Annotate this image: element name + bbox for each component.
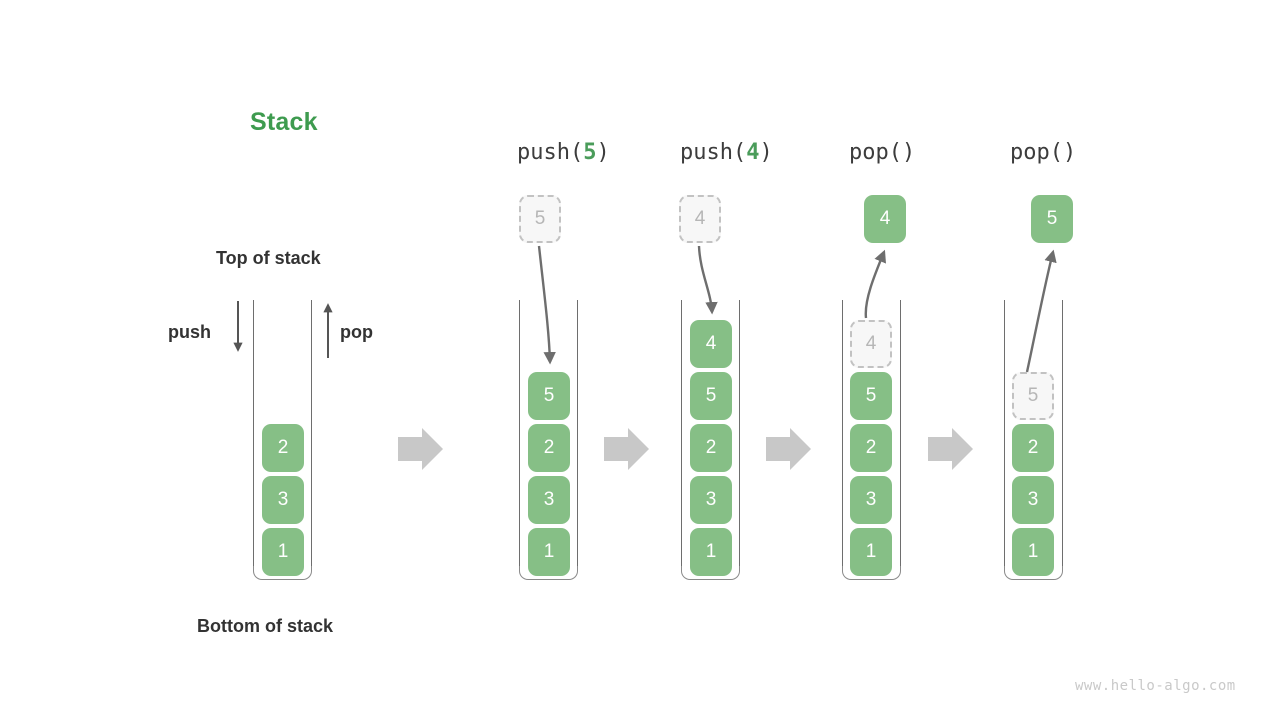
incoming-ghost-cell: 5	[519, 195, 561, 243]
stack-cell: 4	[690, 320, 732, 368]
op-name: pop	[1010, 140, 1050, 165]
stack-wall-right	[310, 300, 312, 566]
stack-cell: 2	[1012, 424, 1054, 472]
watermark: www.hello-algo.com	[1075, 678, 1236, 694]
stack-wall-right	[738, 300, 740, 566]
stack-wall-left	[1004, 300, 1006, 566]
op-arg: 5	[583, 140, 597, 165]
stack-cell: 1	[690, 528, 732, 576]
flow-arrow-icon	[928, 428, 973, 470]
stack-cell: 3	[1012, 476, 1054, 524]
stack-cell: 2	[262, 424, 304, 472]
stack-cell: 3	[850, 476, 892, 524]
incoming-ghost-cell: 4	[679, 195, 721, 243]
popped-cell: 5	[1031, 195, 1073, 243]
page-title: Stack	[250, 108, 318, 136]
operation-label-push-5: push(5)	[517, 140, 610, 165]
push-label: push	[168, 322, 211, 342]
stack-wall-right	[576, 300, 578, 566]
stack-cell-ghost: 5	[1012, 372, 1054, 420]
stack-wall-left	[842, 300, 844, 566]
stack-cell: 5	[690, 372, 732, 420]
stack-wall-left	[519, 300, 521, 566]
stack-cell: 3	[262, 476, 304, 524]
flow-arrow-icon	[766, 428, 811, 470]
stack-cell: 1	[1012, 528, 1054, 576]
stack-wall-right	[1061, 300, 1063, 566]
stack-cell-ghost: 4	[850, 320, 892, 368]
stack-cell: 1	[850, 528, 892, 576]
operation-label-pop-1: pop()	[849, 140, 916, 165]
stack-cell: 1	[528, 528, 570, 576]
op-arg: 4	[746, 140, 760, 165]
bottom-of-stack-label: Bottom of stack	[197, 616, 334, 636]
flow-arrow-icon	[604, 428, 649, 470]
operation-label-push-4: push(4)	[680, 140, 773, 165]
stack-wall-right	[899, 300, 901, 566]
stack-cell: 2	[850, 424, 892, 472]
stack-wall-left	[681, 300, 683, 566]
stack-cell: 2	[528, 424, 570, 472]
op-name: push	[680, 140, 733, 165]
top-of-stack-label: Top of stack	[216, 248, 321, 268]
stack-cell: 5	[528, 372, 570, 420]
pop-label: pop	[340, 322, 373, 342]
stack-cell: 3	[690, 476, 732, 524]
stack-wall-left	[253, 300, 255, 566]
stack-cell: 1	[262, 528, 304, 576]
popped-cell: 4	[864, 195, 906, 243]
op-name: pop	[849, 140, 889, 165]
stack-cell: 3	[528, 476, 570, 524]
op-name: push	[517, 140, 570, 165]
operation-label-pop-2: pop()	[1010, 140, 1077, 165]
flow-arrow-icon	[398, 428, 443, 470]
stack-cell: 2	[690, 424, 732, 472]
stack-cell: 5	[850, 372, 892, 420]
